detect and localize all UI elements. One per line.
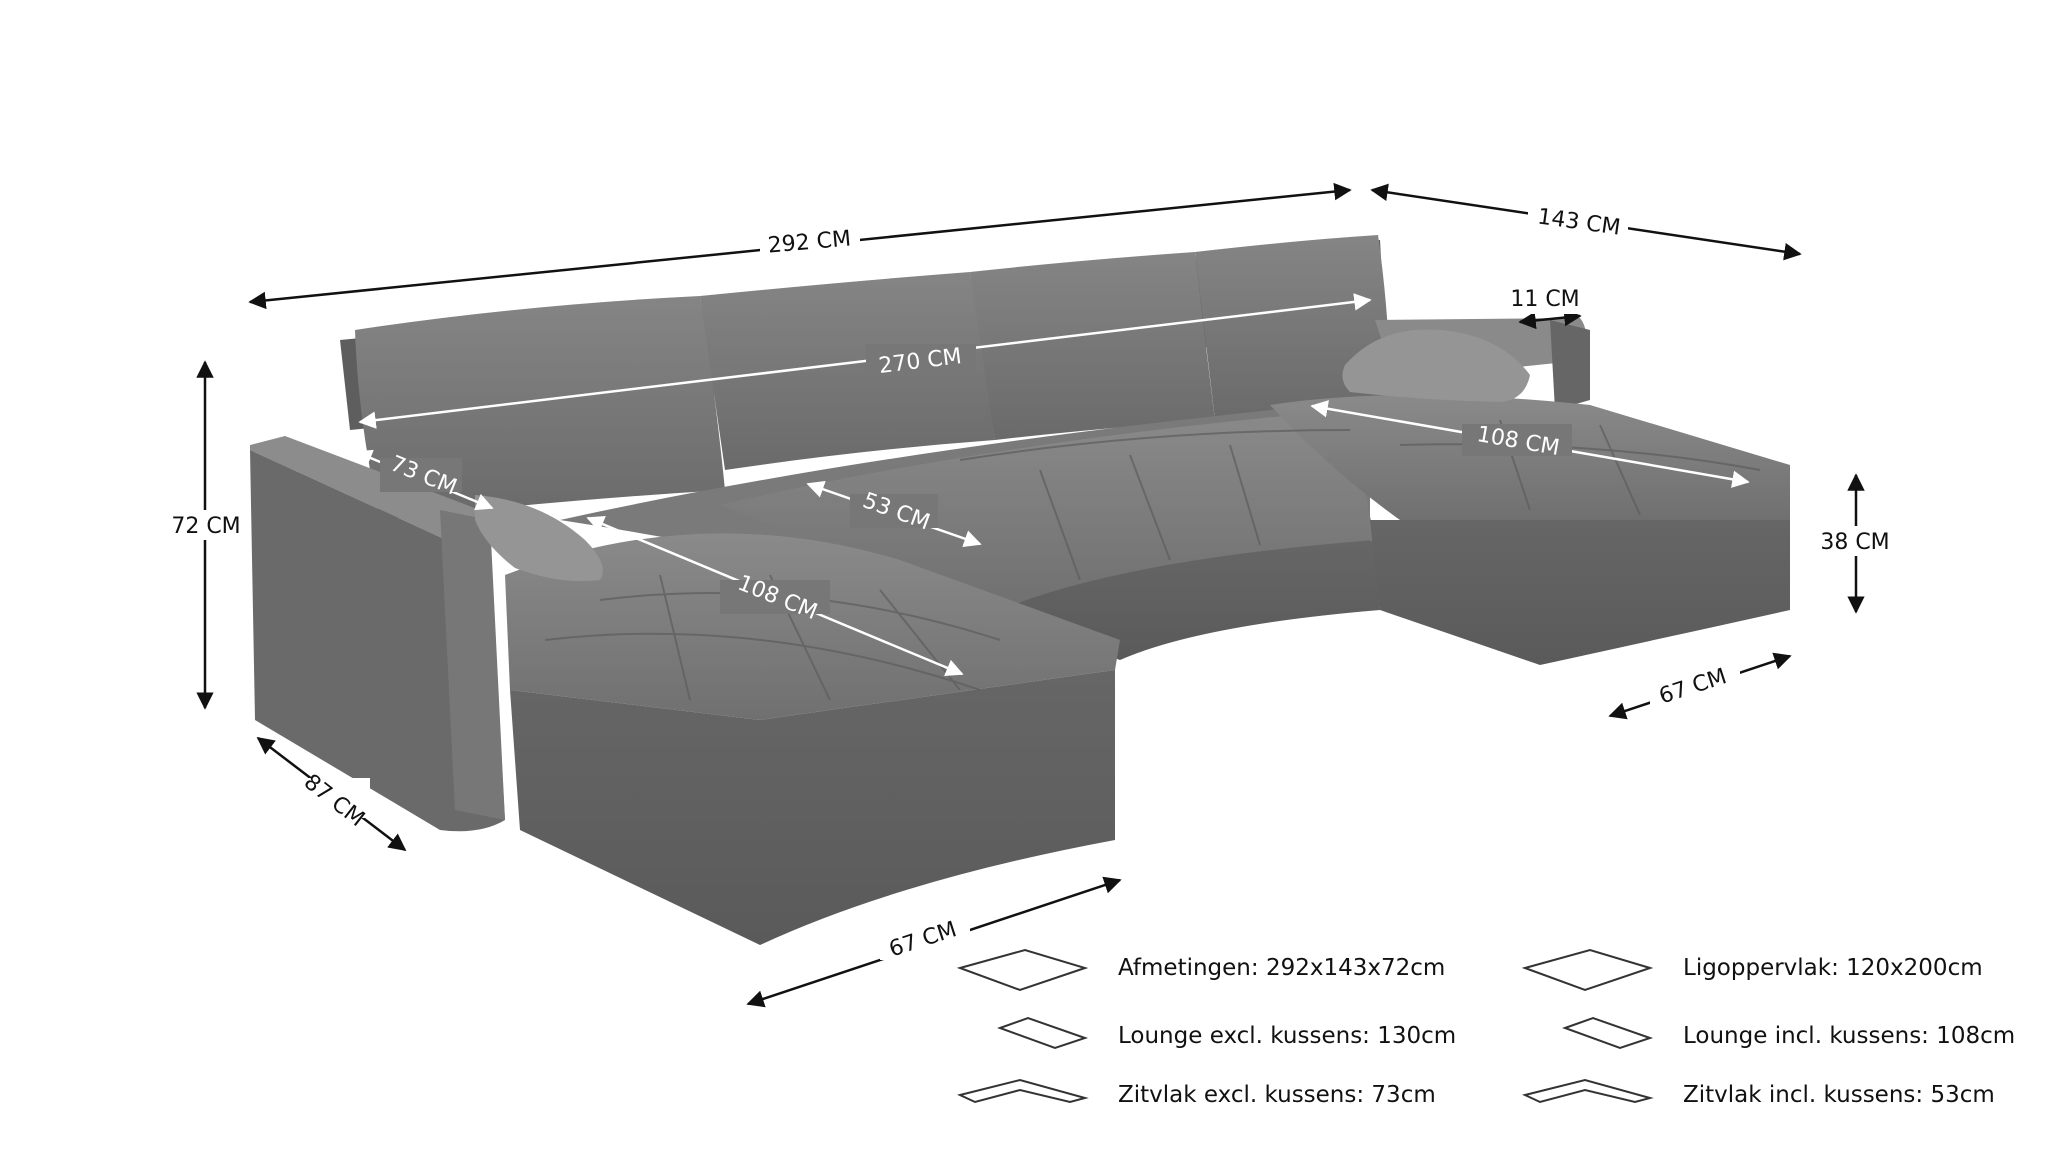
legend-item-seat-excl: Zitvlak excl. kussens: 73cm	[1118, 1082, 1436, 1108]
diamond-outline-icon	[956, 948, 1089, 992]
corner-outline-icon	[1522, 1078, 1654, 1104]
diamond-outline-icon	[1521, 948, 1654, 992]
legend-item-seat-incl: Zitvlak incl. kussens: 53cm	[1683, 1082, 1995, 1108]
main-base	[1000, 540, 1380, 660]
legend-item-lounge-excl: Lounge excl. kussens: 130cm	[1118, 1023, 1456, 1049]
label-height: 72 CM	[171, 514, 240, 539]
legend-item-lounge-incl: Lounge incl. kussens: 108cm	[1683, 1023, 2015, 1049]
legend-item-dimensions: Afmetingen: 292x143x72cm	[1118, 955, 1445, 981]
label-armrest-width: 11 CM	[1510, 287, 1579, 312]
legend-item-sleeping-area: Ligoppervlak: 120x200cm	[1683, 955, 1983, 981]
left-chaise-base	[510, 670, 1115, 945]
white-label-backgrounds	[380, 344, 1572, 614]
right-pillow	[1342, 329, 1530, 402]
left-armrest-side	[440, 510, 505, 820]
arrow-armrest-width	[1518, 308, 1582, 330]
left-armrest-front	[250, 450, 505, 832]
parallelogram-outline-icon	[997, 1016, 1089, 1050]
corner-outline-icon	[957, 1078, 1089, 1104]
back-cushion-3	[970, 252, 1215, 440]
legend: Afmetingen: 292x143x72cm Ligoppervlak: 1…	[956, 948, 2015, 1108]
label-seat-height: 38 CM	[1820, 530, 1889, 555]
right-armrest-side	[1550, 320, 1590, 410]
right-chaise-base	[1370, 520, 1790, 665]
left-pillow	[475, 495, 603, 582]
dimension-label-backgrounds	[165, 206, 1900, 960]
arrow-back-width	[358, 293, 1372, 429]
parallelogram-outline-icon	[1562, 1016, 1654, 1050]
